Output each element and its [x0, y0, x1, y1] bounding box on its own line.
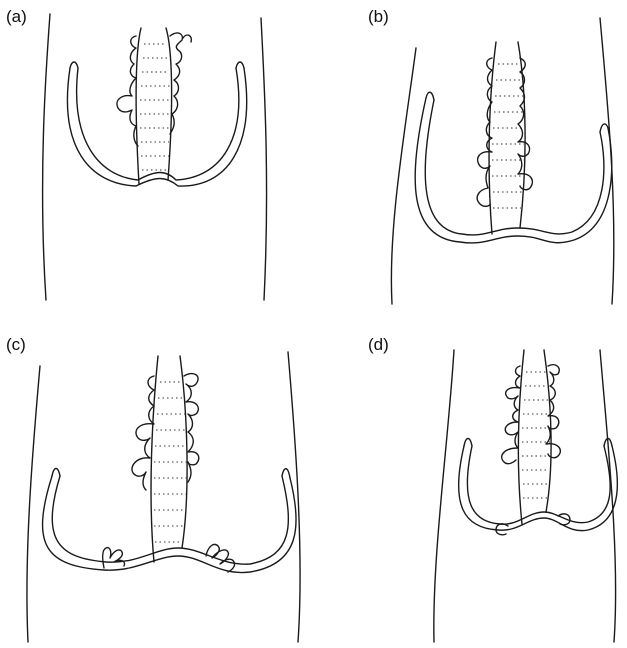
central-column: [518, 42, 525, 228]
inner-cup: [467, 446, 610, 524]
drawing-d: [368, 336, 627, 646]
outer-wall: [391, 48, 416, 304]
drawing-c: [6, 336, 306, 646]
inner-cup: [425, 100, 604, 235]
central-column: [151, 356, 158, 562]
outer-wall: [43, 14, 50, 300]
left-folds: [117, 36, 138, 146]
inner-cup: [459, 446, 618, 531]
drawing-a: [6, 8, 306, 308]
inner-cup: [67, 68, 246, 186]
inner-cup: [52, 476, 288, 564]
outer-wall: [434, 350, 454, 642]
outer-wall: [600, 350, 616, 642]
left-folds: [502, 366, 520, 464]
inner-cup: [77, 68, 239, 180]
panel-d: (d): [368, 336, 627, 646]
column-stripes: [522, 372, 550, 498]
base-folds-right: [206, 544, 235, 572]
drawing-b: [368, 8, 627, 308]
inner-cup: [415, 98, 612, 243]
panel-a: (a): [6, 8, 306, 318]
central-column: [166, 28, 172, 180]
central-column: [136, 28, 141, 184]
column-stripes: [492, 64, 524, 208]
column-stripes: [140, 44, 170, 170]
panel-c: (c): [6, 336, 306, 646]
column-stripes: [154, 382, 187, 542]
outer-wall: [261, 18, 267, 300]
panel-b: (b): [368, 8, 627, 318]
outer-wall: [27, 366, 40, 642]
base-folds-left: [103, 548, 125, 568]
